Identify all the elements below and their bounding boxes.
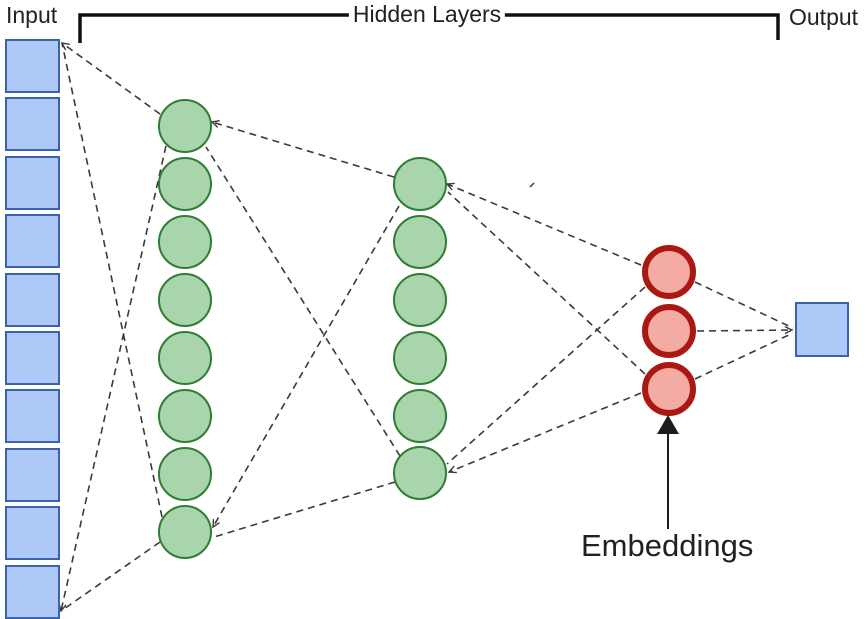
input-node [5, 506, 60, 560]
connection-line [212, 205, 400, 529]
hidden-layer2-node [393, 157, 447, 211]
input-node [5, 214, 60, 268]
connection-line [61, 42, 163, 518]
input-node [5, 565, 60, 619]
stray-mark [529, 182, 535, 188]
connection-line [445, 182, 642, 266]
connection-line [210, 119, 395, 178]
connection-line [696, 325, 794, 335]
hidden-layer2-node [393, 331, 447, 385]
hidden-layer2-node [393, 446, 447, 500]
hidden-layer1-node [158, 273, 212, 327]
input-node [5, 39, 60, 93]
hidden-layer1-node [158, 505, 212, 559]
input-node [5, 273, 60, 327]
hidden-layer1-node [158, 215, 212, 269]
input-node [5, 97, 60, 151]
connection-line [694, 332, 794, 380]
input-node [5, 448, 60, 502]
hidden-layer1-node [158, 157, 212, 211]
output-node [795, 302, 849, 357]
hidden-layer1-node [158, 331, 212, 385]
embedding-node [642, 245, 696, 299]
embedding-node [642, 304, 696, 358]
input-node [5, 156, 60, 210]
connection-line [60, 541, 161, 612]
input-node [5, 331, 60, 385]
connection-line [58, 145, 167, 613]
hidden-layers-label: Hidden Layers [348, 1, 506, 27]
connection-line [447, 392, 642, 474]
hidden-layer1-node [158, 447, 212, 501]
connection-line [447, 191, 646, 375]
embeddings-arrow-head [657, 415, 679, 434]
output-layer-label: Output [789, 4, 859, 30]
hidden-layer1-node [158, 99, 212, 153]
connection-line [213, 481, 396, 538]
connection-line [694, 281, 794, 329]
hidden-layer2-node [393, 389, 447, 443]
connection-line [60, 42, 161, 115]
hidden-layer2-node [393, 273, 447, 327]
embedding-node [642, 362, 696, 416]
hidden-layer2-node [393, 215, 447, 269]
input-node [5, 389, 60, 443]
connection-line [205, 146, 401, 457]
hidden-layer1-node [158, 389, 212, 443]
connection-line [446, 286, 646, 465]
input-layer-label: Input [6, 2, 58, 28]
embeddings-label: Embeddings [581, 528, 754, 563]
